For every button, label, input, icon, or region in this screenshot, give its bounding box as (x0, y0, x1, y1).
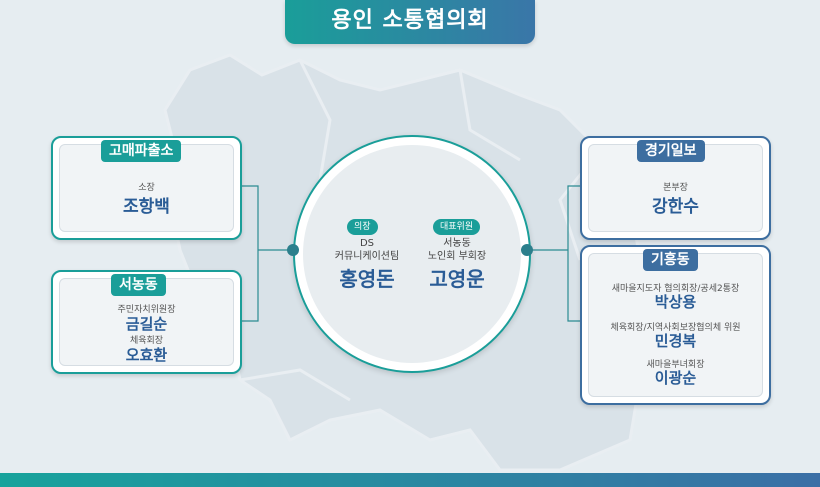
role-label: 소장 (138, 183, 155, 193)
tag-giheung: 기흥동 (643, 249, 698, 271)
role-label: 주민자치위원장 (117, 305, 176, 315)
role-label: 체육회장/지역사회보장협의체 위원 (610, 323, 741, 333)
representative-line2: 노인회 부회장 (427, 251, 487, 262)
bottom-bar (0, 473, 820, 487)
page-title: 용인 소통협의회 (285, 0, 535, 44)
center-circle: 의장 DS 커뮤니케이션팀 홍영돈 대표위원 서농동 노인회 부회장 고영운 (293, 135, 531, 373)
chair-affiliation: DS 커뮤니케이션팀 (317, 237, 417, 263)
badge-representative: 대표위원 (433, 219, 481, 235)
member-name: 민경복 (654, 332, 697, 350)
connector-dot-left (287, 244, 299, 256)
chair-line1: DS (359, 238, 375, 249)
tag-gomae: 고매파출소 (101, 140, 182, 162)
role-label: 새마을부녀회장 (646, 360, 705, 370)
circle-inner (303, 145, 521, 363)
tag-seonong: 서농동 (111, 274, 166, 296)
box-giheung: 기흥동 새마을지도자 협의회장/공세2통장 박상용 체육회장/지역사회보장협의체… (580, 245, 771, 405)
representative-affiliation: 서농동 노인회 부회장 (407, 237, 507, 263)
connector-dot-right (521, 244, 533, 256)
badge-chair: 의장 (347, 219, 378, 235)
box-gomae: 고매파출소 소장 조항백 (51, 136, 242, 240)
role-label: 체육회장 (129, 336, 164, 346)
member-name: 박상용 (654, 293, 697, 311)
member-name: 이광순 (654, 369, 697, 387)
box-seonong: 서농동 주민자치위원장 금길순 체육회장 오효환 (51, 270, 242, 374)
box-inner (588, 253, 763, 397)
member-name: 오효환 (125, 346, 168, 364)
representative-name: 고영운 (429, 267, 485, 291)
role-label: 새마을지도자 협의회장/공세2통장 (611, 284, 740, 294)
box-gyeonggi: 경기일보 본부장 강한수 (580, 136, 771, 240)
member-name: 조항백 (123, 197, 170, 217)
tag-gyeonggi: 경기일보 (637, 140, 705, 162)
member-name: 강한수 (652, 197, 699, 217)
chair-line2: 커뮤니케이션팀 (334, 251, 400, 262)
representative-line1: 서농동 (443, 238, 471, 249)
member-name: 금길순 (125, 315, 168, 333)
role-label: 본부장 (663, 183, 688, 193)
chair-name: 홍영돈 (339, 267, 395, 291)
